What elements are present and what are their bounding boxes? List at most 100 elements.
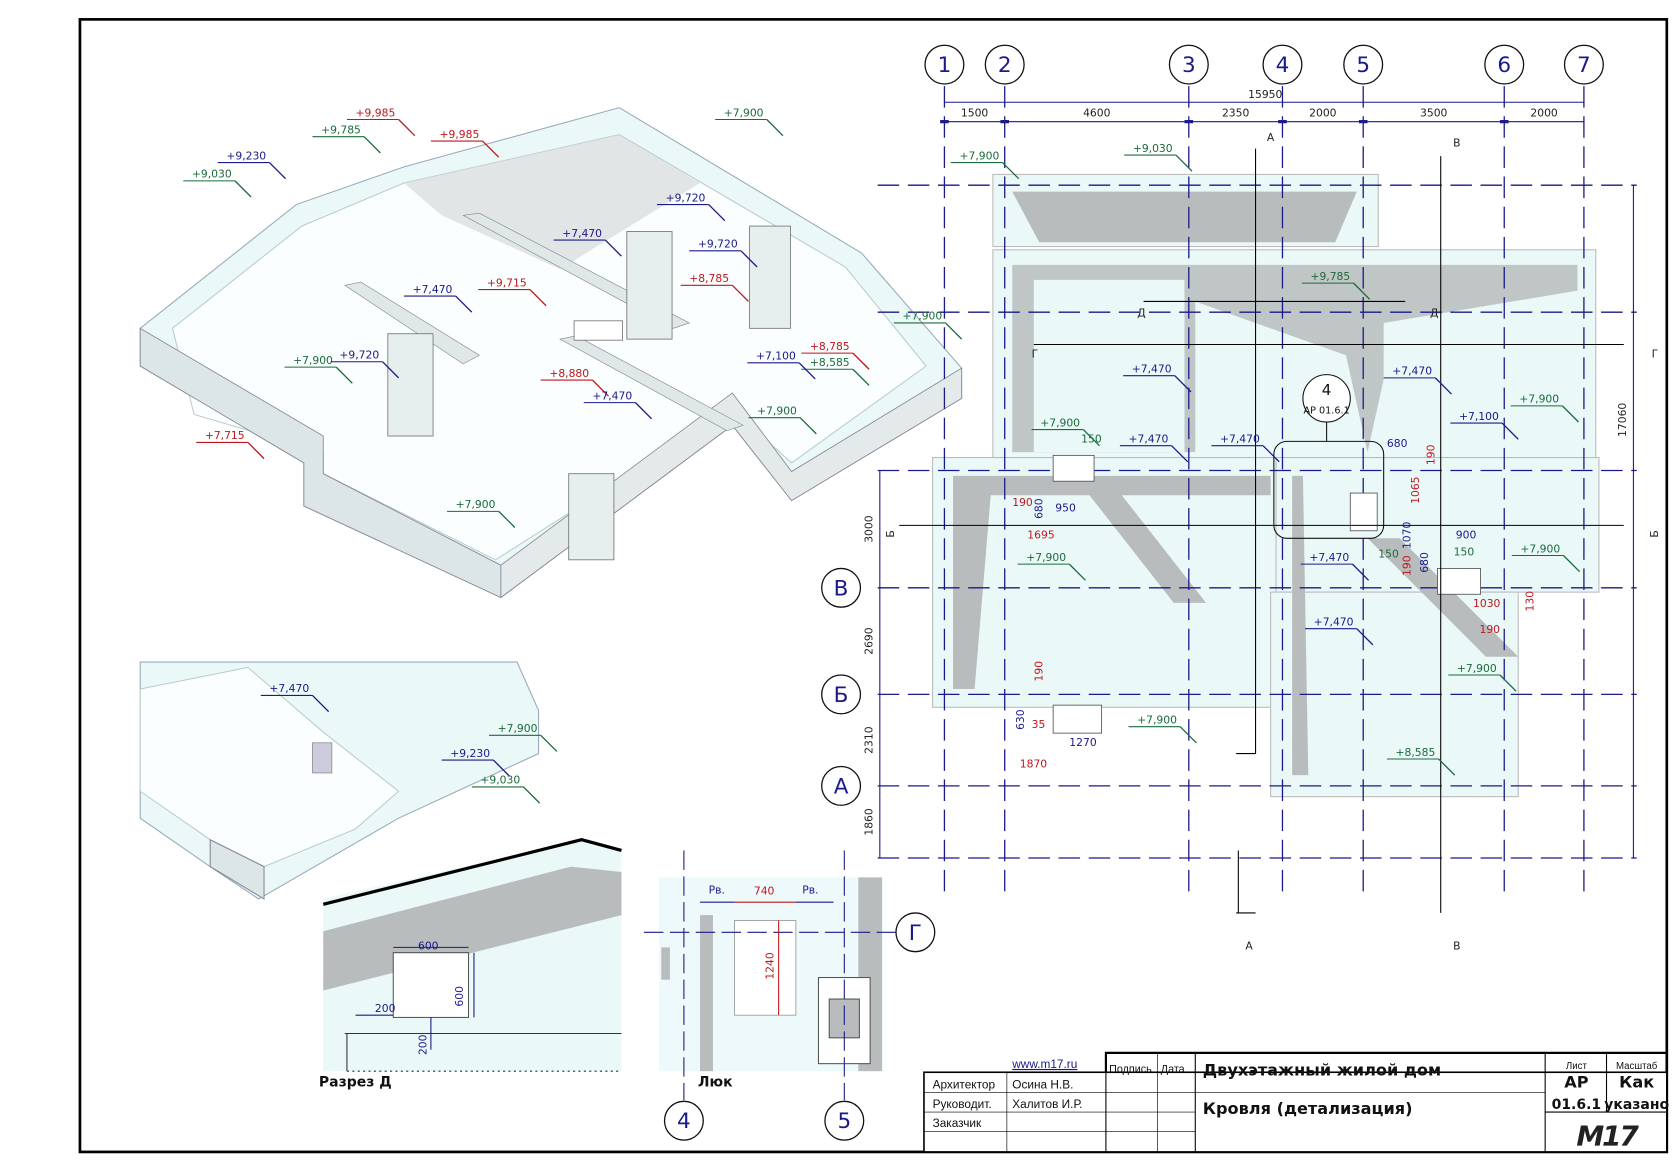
axis-bubble-3-label: 3 (1182, 53, 1196, 78)
hatch-detail: Рв. 740 Рв. 1240 Люк (644, 850, 896, 1101)
section-mark-v-bottom: В (1453, 940, 1460, 953)
plan-dimension: 190 (1032, 661, 1045, 682)
plan-dimension: 1065 (1409, 476, 1422, 503)
axis-bubble-6-label: 6 (1497, 53, 1511, 78)
left-dim: 3000 (862, 515, 875, 543)
grid-lines (877, 86, 1637, 894)
axis-bubble-2: 2 (984, 44, 1025, 85)
elevation-label: +9,030 (1133, 142, 1173, 155)
elevation-label: +9,785 (321, 123, 361, 136)
elevation-label: +7,470 (1392, 365, 1432, 378)
sheet-frame (78, 18, 1669, 1154)
elevation-label: +9,720 (698, 238, 738, 251)
section-mark-g-left: Г (1032, 347, 1039, 360)
plan-dimension: 190 (1479, 623, 1500, 636)
axis-bubble-bottom-4-label: 4 (677, 1109, 691, 1134)
elevation-label: +7,900 (1137, 713, 1177, 726)
sheet-title: Кровля (детализация) (1203, 1099, 1413, 1118)
elevation-label: +8,785 (689, 272, 729, 285)
section-mark-d-right: Д (1430, 307, 1438, 320)
elevation-label: +7,900 (902, 310, 942, 323)
chimney (387, 225, 791, 561)
left-dim: 2310 (862, 726, 875, 754)
name-head: Халитов И.Р. (1012, 1097, 1082, 1111)
elevation-label: +8,880 (549, 367, 589, 380)
axis-bubble-row-2-label: А (834, 774, 849, 799)
roof-plan: А А В В Д Д Г Г Б Б 4 АР 01.6.1 (877, 86, 1661, 953)
elevation-label: +8,785 (810, 340, 850, 353)
left-dim: 1860 (862, 808, 875, 836)
plan-dimension: 35 (1032, 718, 1046, 731)
elevation-label: +7,470 (1132, 362, 1172, 375)
callout-sheet: АР 01.6.1 (1303, 405, 1349, 416)
elevation-label: +7,900 (1457, 662, 1497, 675)
plan-dimension: 680 (1032, 498, 1045, 519)
section-mark-g-right: Г (1652, 347, 1659, 360)
section-mark-b-left: Б (884, 530, 897, 537)
elevation-label: +7,715 (205, 429, 245, 442)
elevation-label: +9,985 (356, 106, 396, 119)
elevation-label: +7,470 (592, 389, 632, 402)
elevation-label: +7,900 (959, 149, 999, 162)
plan-dimension: 130 (1523, 591, 1536, 612)
elevation-label: +7,900 (498, 722, 538, 735)
website-link[interactable]: www.m17.ru (1011, 1057, 1077, 1071)
elevation-label: +8,585 (810, 356, 850, 369)
axis-bubble-6: 6 (1484, 44, 1525, 85)
plan-dimension: 190 (1012, 496, 1033, 509)
isometric-roof-view (139, 107, 963, 599)
top-dim: 2000 (1530, 106, 1558, 119)
roof-hatch (573, 320, 623, 341)
elevation-label: +7,470 (1220, 432, 1260, 445)
axis-bubble-g: Г (895, 912, 936, 953)
col-date: Дата (1161, 1063, 1185, 1075)
plan-dimension: 1870 (1020, 758, 1048, 771)
inner-wall-3 (559, 335, 744, 431)
elevation-label: +9,030 (192, 168, 232, 181)
axis-bubble-4-label: 4 (1276, 53, 1290, 78)
axis-bubble-row-2: А (821, 765, 862, 806)
axis-bubble-g-label: Г (909, 921, 922, 946)
axis-bubble-1-label: 1 (938, 53, 952, 78)
section-d-offset-y: 200 (417, 1034, 430, 1055)
top-dim: 1500 (961, 106, 989, 119)
hatch-width: 740 (754, 885, 775, 898)
axis-bubble-bottom-4: 4 (663, 1100, 704, 1141)
section-d-detail: 600 600 200 200 Разрез Д (319, 838, 622, 1090)
plan-dimension: 680 (1387, 437, 1408, 450)
elevation-label: +7,900 (1026, 551, 1066, 564)
project-title: Двухэтажный жилой дом (1203, 1060, 1441, 1079)
col-signature: Подпись (1109, 1063, 1152, 1075)
elevation-label: +9,715 (487, 276, 527, 289)
elevation-label: +9,985 (440, 128, 480, 141)
plan-dimension: 1030 (1473, 597, 1501, 610)
elevation-label: +7,470 (269, 682, 309, 695)
plan-dimension: 630 (1014, 709, 1027, 730)
section-mark-v-top: В (1453, 136, 1460, 149)
sheet-code-1: АР (1564, 1072, 1588, 1091)
axis-bubble-5: 5 (1343, 44, 1384, 85)
name-architect: Осина Н.В. (1012, 1077, 1073, 1091)
elevation-label: +7,900 (1040, 416, 1080, 429)
section-mark-a-top: А (1267, 131, 1275, 144)
elevation-label: +7,900 (293, 354, 333, 367)
roof-shadow (403, 134, 701, 270)
elevation-label: +7,900 (456, 498, 496, 511)
scale-value-1: Как (1619, 1072, 1654, 1091)
elevation-label: +9,230 (226, 149, 266, 162)
plan-dimension: 150 (1378, 548, 1399, 561)
role-head: Руководит. (933, 1097, 992, 1111)
sheet-code-2: 01.6.1 (1552, 1097, 1602, 1113)
section-mark-b-right: Б (1648, 530, 1661, 537)
title-block: www.m17.ru Подпись Дата Архитектор Осина… (923, 1051, 1669, 1153)
m17-logo: M17 (1576, 1119, 1639, 1152)
elevation-label: +7,900 (724, 106, 764, 119)
section-d-offset-x: 200 (375, 1002, 396, 1015)
hatch-height: 1240 (763, 952, 776, 980)
axis-bubble-row-0-label: В (834, 576, 849, 601)
top-dim: 2000 (1309, 106, 1337, 119)
elevation-label: +9,720 (339, 348, 379, 361)
